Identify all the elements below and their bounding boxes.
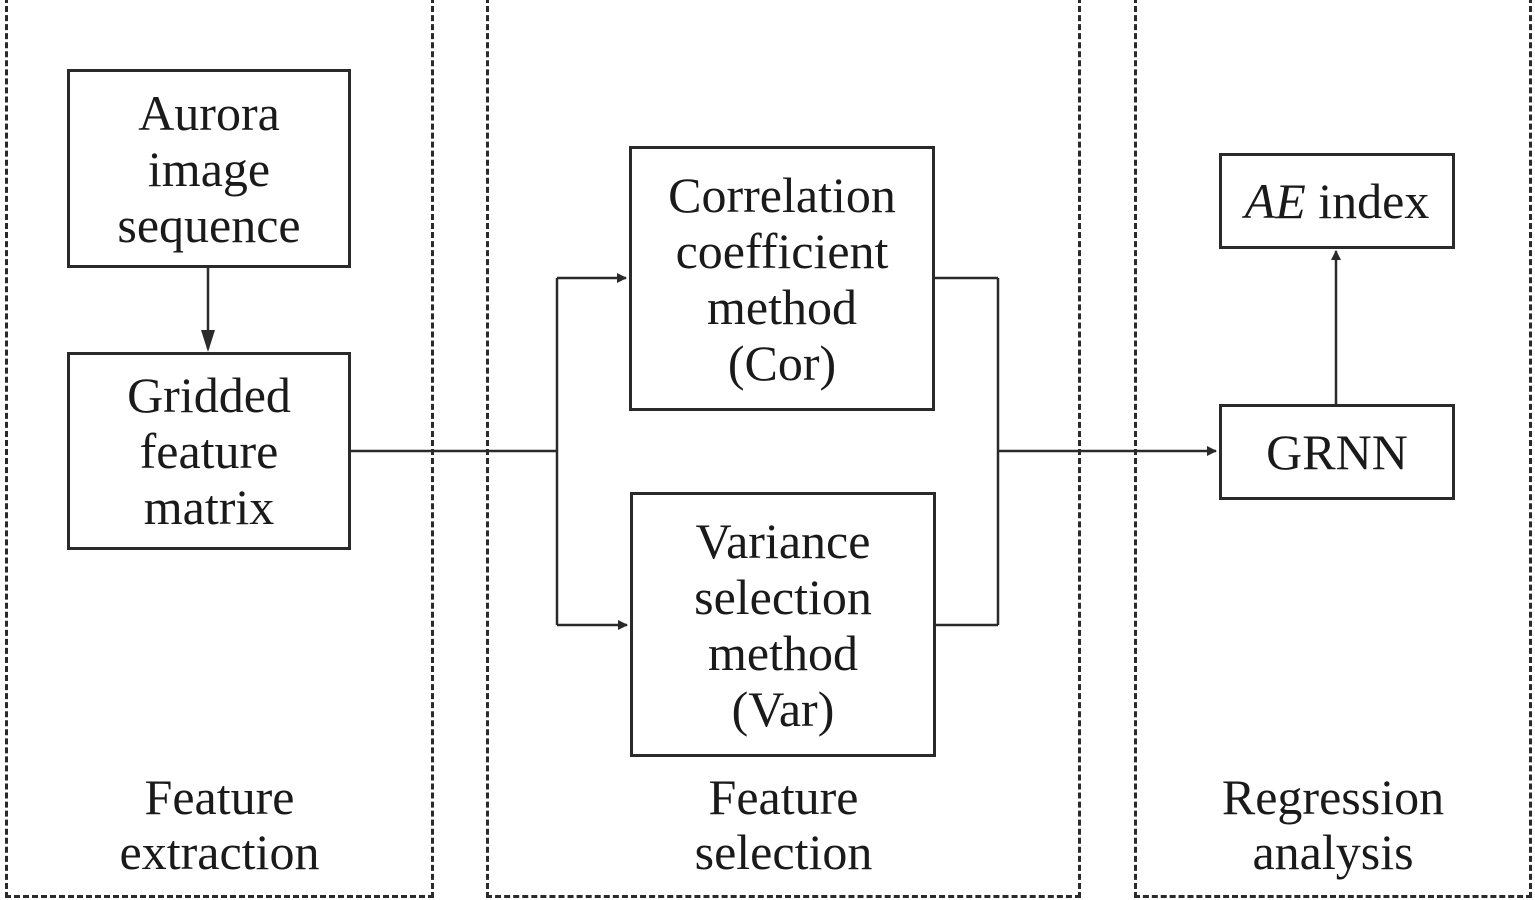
node-text-line: coefficient [675, 222, 889, 279]
stage-feature-selection: Feature selection [486, 0, 1081, 898]
node-gridded-feature-matrix: Gridded feature matrix [67, 352, 351, 550]
node-text-line: (Var) [731, 680, 835, 737]
node-text-line: Correlation [668, 166, 896, 223]
node-correlation-coefficient-method: Correlation coefficient method (Cor) [629, 146, 935, 411]
node-text-line: (Cor) [727, 334, 837, 391]
stage-feature-extraction: Feature extraction [5, 0, 434, 898]
stage-regression-analysis: Regression analysis [1134, 0, 1532, 898]
node-aurora-image-sequence: Aurora image sequence [67, 69, 351, 268]
node-text-line: selection [694, 568, 872, 625]
node-text-line: image [147, 140, 271, 197]
node-text-line: method [707, 278, 857, 335]
stage-label-line: extraction [119, 824, 320, 880]
node-variance-selection-method: Variance selection method (Var) [630, 492, 936, 757]
stage-label-feature-extraction: Feature extraction [8, 770, 431, 880]
node-grnn: GRNN [1219, 404, 1455, 500]
stage-label-line: Feature [708, 769, 859, 825]
stage-label-line: Regression [1221, 769, 1445, 825]
node-text-line: GRNN [1266, 424, 1408, 480]
stage-label-regression-analysis: Regression analysis [1137, 770, 1529, 880]
ae-index-text: index [1305, 173, 1430, 229]
stage-label-line: selection [694, 824, 873, 880]
node-text-line: sequence [117, 196, 301, 253]
node-text-line: Gridded [127, 367, 291, 423]
stage-label-line: Feature [144, 769, 295, 825]
node-text-line: Aurora [138, 84, 280, 141]
node-text-line: AE index [1245, 173, 1430, 229]
node-text-line: Variance [695, 512, 871, 569]
stage-label-feature-selection: Feature selection [489, 770, 1078, 880]
node-text-line: feature [139, 423, 279, 479]
node-ae-index: AE index [1219, 153, 1455, 249]
ae-italic-text: AE [1244, 173, 1306, 229]
node-text-line: method [708, 624, 858, 681]
node-text-line: matrix [143, 479, 275, 535]
stage-label-line: analysis [1252, 824, 1414, 880]
